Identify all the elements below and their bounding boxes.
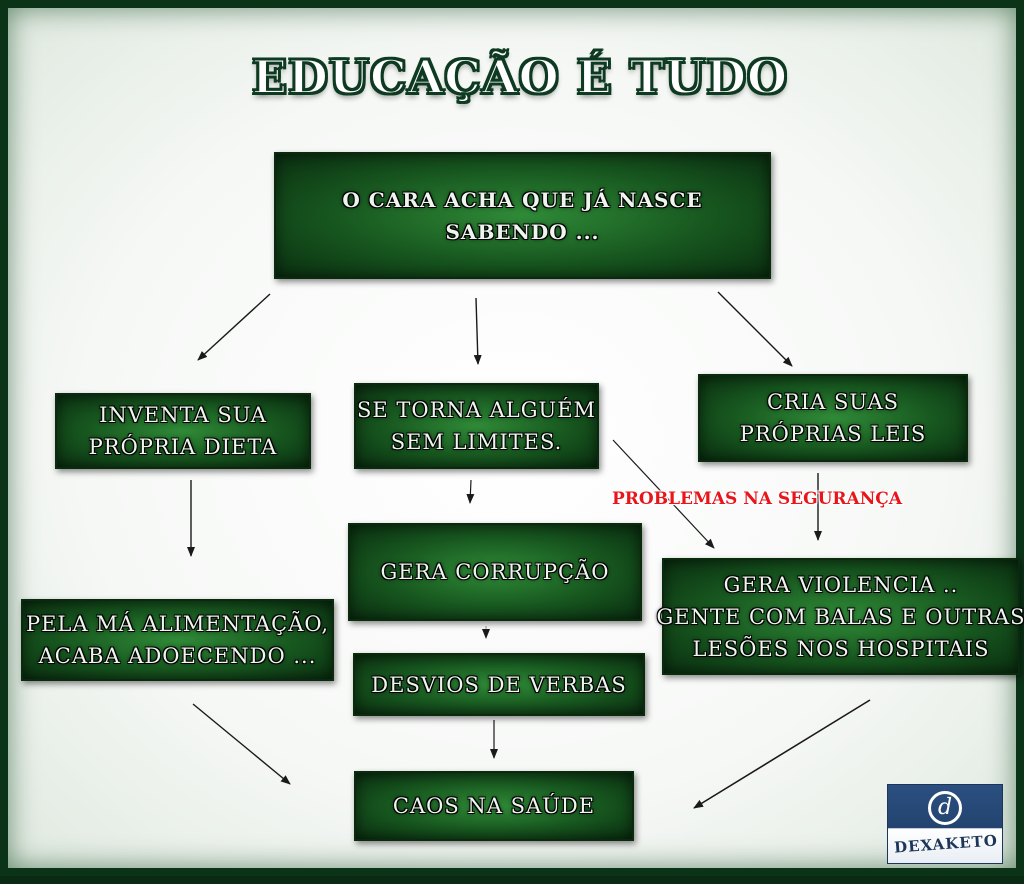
node-laws: CRIA SUAS PRÓPRIAS LEIS	[698, 374, 968, 462]
node-chaos-line-1: CAOS NA SAÚDE	[393, 790, 595, 822]
dexaketo-logo-mark: d	[928, 791, 962, 825]
node-violence-line-1: GERA VIOLENCIA ..	[724, 569, 959, 601]
node-chaos: CAOS NA SAÚDE	[354, 771, 634, 841]
node-corruption-line-1: GERA CORRUPÇÃO	[381, 556, 610, 588]
dexaketo-logo-text: DEXAKETO	[888, 831, 1003, 857]
node-violence-line-3: LESÕES NOS HOSPITAIS	[693, 633, 990, 665]
node-corruption: GERA CORRUPÇÃO	[348, 523, 642, 621]
node-laws-line-2: PRÓPRIAS LEIS	[740, 418, 927, 450]
node-funds: DESVIOS DE VERBAS	[353, 653, 645, 716]
node-limits-line-2: SEM LIMITES.	[391, 426, 563, 458]
arrow-violence-to-chaos	[694, 700, 870, 808]
node-violence: GERA VIOLENCIA .. GENTE COM BALAS E OUTR…	[662, 558, 1020, 675]
node-sick-line-2: ACABA ADOECENDO ...	[39, 640, 317, 672]
node-funds-line-1: DESVIOS DE VERBAS	[371, 669, 626, 701]
node-diet-line-2: PRÓPRIA DIETA	[89, 431, 278, 463]
node-limits: SE TORNA ALGUÉM SEM LIMITES.	[354, 383, 599, 469]
dexaketo-logo: d DEXAKETO	[887, 784, 1003, 864]
arrow-root-to-diet	[198, 294, 270, 360]
node-sick: PELA MÁ ALIMENTAÇÃO, ACABA ADOECENDO ...	[21, 599, 334, 681]
node-root: O CARA ACHA QUE JÁ NASCE SABENDO ...	[274, 152, 771, 279]
security-problems-label: PROBLEMAS NA SEGURANÇA	[612, 489, 902, 509]
arrow-sick-to-chaos	[193, 704, 290, 784]
node-violence-line-2: GENTE COM BALAS E OUTRAS	[657, 601, 1024, 633]
node-diet: INVENTA SUA PRÓPRIA DIETA	[55, 393, 311, 469]
node-sick-line-1: PELA MÁ ALIMENTAÇÃO,	[26, 608, 329, 640]
node-root-line-2: SABENDO ...	[445, 216, 599, 248]
node-root-line-1: O CARA ACHA QUE JÁ NASCE	[342, 184, 702, 216]
node-limits-line-1: SE TORNA ALGUÉM	[357, 394, 596, 426]
node-diet-line-1: INVENTA SUA	[99, 399, 267, 431]
arrow-root-to-limits	[476, 298, 478, 364]
node-laws-line-1: CRIA SUAS	[767, 386, 899, 418]
arrow-root-to-laws	[718, 292, 792, 366]
arrow-limits-to-corruption	[470, 480, 471, 503]
